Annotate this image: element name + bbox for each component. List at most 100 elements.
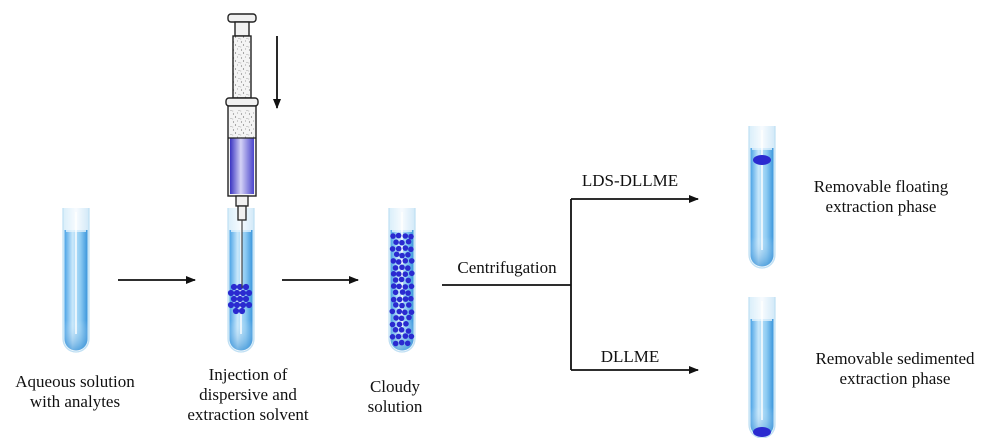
cloudy-droplet — [395, 333, 402, 340]
cloudy-droplet — [396, 321, 403, 328]
syringe-solvent — [230, 138, 254, 194]
cloudy-droplet — [390, 283, 397, 289]
cloudy-droplet — [393, 251, 400, 258]
cloudy-droplet — [406, 314, 412, 321]
cloudy-droplet — [405, 238, 412, 245]
cloudy-droplet — [395, 232, 402, 239]
label-line: Cloudy — [369, 377, 421, 396]
cloudy-droplet — [408, 283, 415, 290]
branch-method-text: DLLME — [600, 347, 660, 366]
solvent-droplet — [239, 301, 247, 309]
syringe — [225, 13, 259, 288]
cloudy-droplet — [399, 264, 405, 271]
cloudy-droplet — [398, 276, 405, 283]
solvent-droplet — [242, 283, 250, 291]
solvent-droplet — [236, 295, 244, 303]
syringe-flange — [225, 97, 259, 107]
cloudy-droplet — [389, 321, 396, 328]
cloudy-droplet — [392, 277, 399, 283]
cloudy-droplet — [389, 334, 396, 340]
process-label-centrifugation: Centrifugation — [442, 258, 572, 278]
cloudy-droplet — [390, 296, 397, 303]
step-label-aqueous: Aqueous solution with analytes — [0, 372, 150, 412]
solvent-droplet — [230, 283, 238, 291]
solvent-droplet — [233, 289, 241, 297]
solvent-droplet — [233, 301, 241, 309]
plunger-cap — [227, 13, 257, 23]
cloudy-droplet — [392, 289, 399, 296]
label-line: Removable floating — [813, 177, 949, 196]
branch-label-lds-dllme: LDS-DLLME — [570, 171, 690, 191]
cloudy-droplet — [395, 245, 402, 252]
solvent-droplet — [232, 307, 240, 315]
result-label-sedimented: Removable sedimented extraction phase — [800, 349, 990, 389]
solvent-droplet — [239, 289, 247, 297]
cloudy-droplet — [402, 245, 409, 251]
cloudy-droplet — [405, 290, 411, 296]
cloudy-droplet — [396, 296, 403, 303]
cloudy-droplet — [398, 327, 405, 333]
cloudy-droplet — [409, 270, 415, 277]
solvent-droplet — [227, 289, 235, 297]
cloudy-droplet — [390, 233, 396, 239]
cloudy-droplet — [403, 321, 409, 327]
solvent-droplet — [245, 301, 253, 309]
branch-label-dllme: DLLME — [570, 347, 690, 367]
floating-phase — [753, 155, 771, 165]
cloudy-droplet — [408, 258, 415, 264]
cloudy-droplet — [405, 252, 411, 258]
label-line: with analytes — [29, 392, 121, 411]
label-line: dispersive and — [199, 385, 297, 404]
cloudy-droplet — [395, 259, 402, 265]
cloudy-droplet — [398, 315, 405, 322]
cloudy-droplet — [405, 328, 412, 334]
process-label-text: Centrifugation — [457, 258, 557, 277]
cloudy-droplet — [408, 233, 414, 240]
cloudy-droplet — [392, 265, 399, 271]
cloudy-droplet — [402, 284, 409, 290]
label-line: extraction solvent — [187, 405, 309, 424]
label-line: solution — [367, 397, 423, 416]
plunger-rod — [232, 35, 252, 99]
solvent-droplet — [238, 307, 246, 315]
cloudy-droplet — [396, 308, 403, 315]
result-label-floating: Removable floating extraction phase — [796, 177, 966, 217]
label-line: Aqueous solution — [15, 372, 135, 391]
cloudy-droplet — [389, 246, 396, 252]
step-label-cloudy: Cloudy solution — [350, 377, 440, 417]
branch-method-text: LDS-DLLME — [581, 171, 679, 190]
syringe-tip — [237, 205, 247, 221]
tube-injection — [227, 208, 255, 353]
label-line: extraction phase — [825, 197, 937, 216]
label-line: Injection of — [208, 365, 288, 384]
cloudy-droplet — [392, 327, 399, 333]
cloudy-droplet — [402, 258, 409, 264]
cloudy-droplet — [406, 302, 412, 308]
cloudy-droplet — [393, 315, 399, 321]
cloudy-droplet — [402, 296, 409, 302]
label-line: extraction phase — [839, 369, 951, 388]
plunger-neck — [234, 21, 250, 37]
label-line: Removable sedimented — [815, 349, 975, 368]
cloudy-droplet — [399, 289, 406, 295]
cloudy-droplet — [392, 340, 399, 347]
cloudy-droplet — [390, 258, 397, 264]
tube-floating — [748, 126, 776, 269]
cloudy-droplet — [389, 308, 396, 315]
tube-sedimented — [748, 297, 776, 439]
cloudy-droplet — [399, 302, 405, 309]
cloudy-droplet — [405, 265, 411, 271]
solvent-droplet — [230, 295, 238, 303]
step-label-injection: Injection of dispersive and extraction s… — [168, 365, 328, 425]
cloudy-droplet — [396, 271, 402, 277]
cloudy-droplet — [393, 239, 399, 245]
cloudy-droplet — [405, 277, 412, 284]
sediment-phase — [753, 427, 771, 437]
cloudy-droplet — [399, 239, 405, 246]
tube-aqueous — [62, 208, 90, 353]
cloudy-droplet — [390, 271, 397, 277]
cloudy-droplet — [408, 333, 415, 340]
plunger-piston — [230, 110, 254, 138]
